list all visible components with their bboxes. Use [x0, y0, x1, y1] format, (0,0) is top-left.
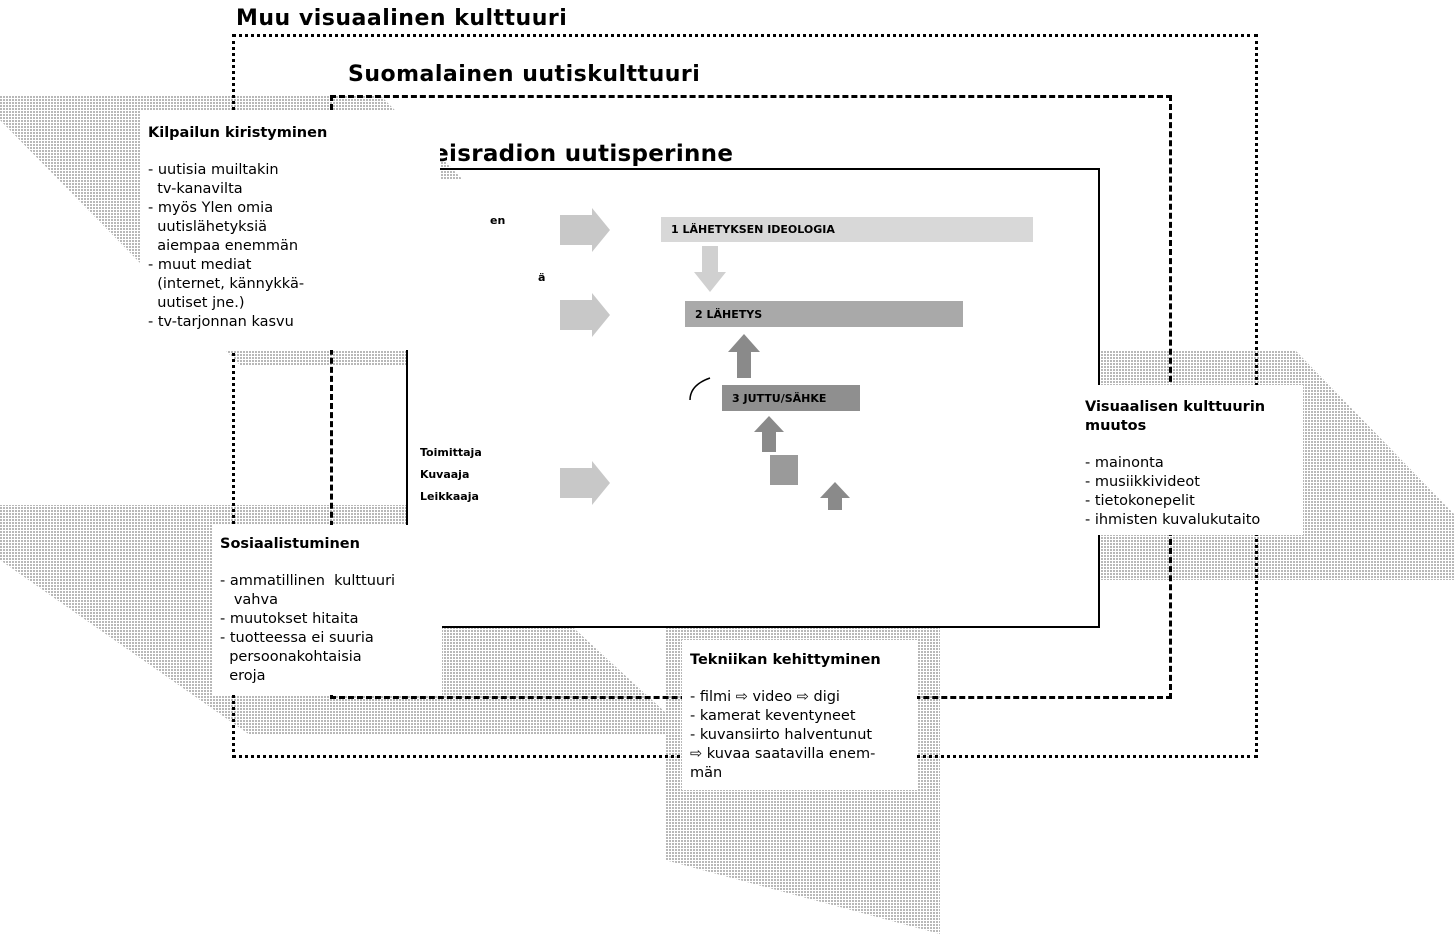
visuaalinen-box-bg	[1078, 385, 1303, 535]
kilpailu-note: Kilpailun kiristyminen - uutisia muiltak…	[148, 124, 438, 332]
visuaalinen-note: Visuaalisen kulttuurin muutos - mainonta…	[1085, 398, 1300, 530]
outer-frame-title: Muu visuaalinen kulttuuri	[236, 6, 568, 31]
kilpailu-item: - myös Ylen omia	[148, 200, 274, 216]
kilpailu-item: aiempaa enemmän	[148, 238, 299, 254]
kilpailu-item: uutiset jne.)	[148, 295, 245, 311]
sosiaalistuminen-item: - ammatillinen kulttuuri	[220, 573, 396, 589]
level-2-bar: 2 LÄHETYS	[685, 301, 963, 327]
kilpailu-item: - uutisia muiltakin	[148, 162, 279, 178]
kilpailu-title: Kilpailun kiristyminen	[148, 125, 328, 141]
tekniikka-item: män	[690, 765, 723, 781]
visuaalinen-title: Visuaalisen kulttuurin muutos	[1085, 399, 1266, 434]
inner-frame-title: Yleisradion uutisperinne	[408, 141, 734, 167]
visuaalinen-item: - mainonta	[1085, 455, 1164, 471]
tekniikka-note: Tekniikan kehittyminen - filmi ⇨ video ⇨…	[690, 651, 920, 783]
role-leikkaaja: Leikkaaja	[420, 490, 479, 503]
sosiaalistuminen-item: persoonakohtaisia	[220, 649, 362, 665]
sosiaalistuminen-box-bg	[212, 525, 442, 695]
up-arrow-4-3	[754, 416, 784, 452]
down-arrow-1-2	[694, 246, 726, 292]
up-arrow-3-2	[728, 334, 760, 378]
kilpailu-item: tv-kanavilta	[148, 181, 243, 197]
tekniikka-box-bg	[682, 640, 917, 790]
right-arrow-1	[560, 208, 610, 252]
kilpailu-item: - tv-tarjonnan kasvu	[148, 314, 294, 330]
tekniikka-item: - filmi ⇨ video ⇨ digi	[690, 689, 840, 705]
mid-frame-title: Suomalainen uutiskulttuuri	[348, 62, 701, 87]
tekniikka-item: ⇨ kuvaa saatavilla enem-	[690, 746, 876, 762]
level-1-bar: 1 LÄHETYKSEN IDEOLOGIA	[661, 217, 1033, 242]
inner-label-fragment-mid: ä	[538, 271, 546, 284]
sosiaalistuminen-item: eroja	[220, 668, 266, 684]
tekniikka-item: - kuvansiirto halventunut	[690, 727, 873, 743]
visuaalinen-item: - ihmisten kuvalukutaito	[1085, 512, 1261, 528]
up-arrow-5	[820, 482, 850, 510]
tekniikka-title: Tekniikan kehittyminen	[690, 652, 881, 668]
curved-arrow	[689, 377, 711, 401]
visuaalinen-item: - musiikkivideot	[1085, 474, 1200, 490]
level-3-bar: 3 JUTTU/SÄHKE	[722, 385, 860, 411]
inner-label-fragment-top: en	[490, 214, 506, 227]
sosiaalistuminen-note: Sosiaalistuminen - ammatillinen kulttuur…	[220, 535, 450, 686]
kilpailu-box-bg	[140, 110, 440, 350]
kilpailu-item: - muut mediat	[148, 257, 252, 273]
sosiaalistuminen-item: - tuotteessa ei suuria	[220, 630, 374, 646]
sosiaalistuminen-title: Sosiaalistuminen	[220, 536, 360, 552]
role-toimittaja: Toimittaja	[420, 446, 482, 459]
sosiaalistuminen-item: - muutokset hitaita	[220, 611, 359, 627]
right-arrow-2	[560, 293, 610, 337]
role-kuvaaja: Kuvaaja	[420, 468, 470, 481]
tekniikka-item: - kamerat keventyneet	[690, 708, 856, 724]
visuaalinen-item: - tietokonepelit	[1085, 493, 1195, 509]
kilpailu-item: uutislähetyksiä	[148, 219, 268, 235]
kilpailu-item: (internet, kännykkä-	[148, 276, 305, 292]
sosiaalistuminen-item: vahva	[220, 592, 278, 608]
right-arrow-3	[560, 461, 610, 505]
